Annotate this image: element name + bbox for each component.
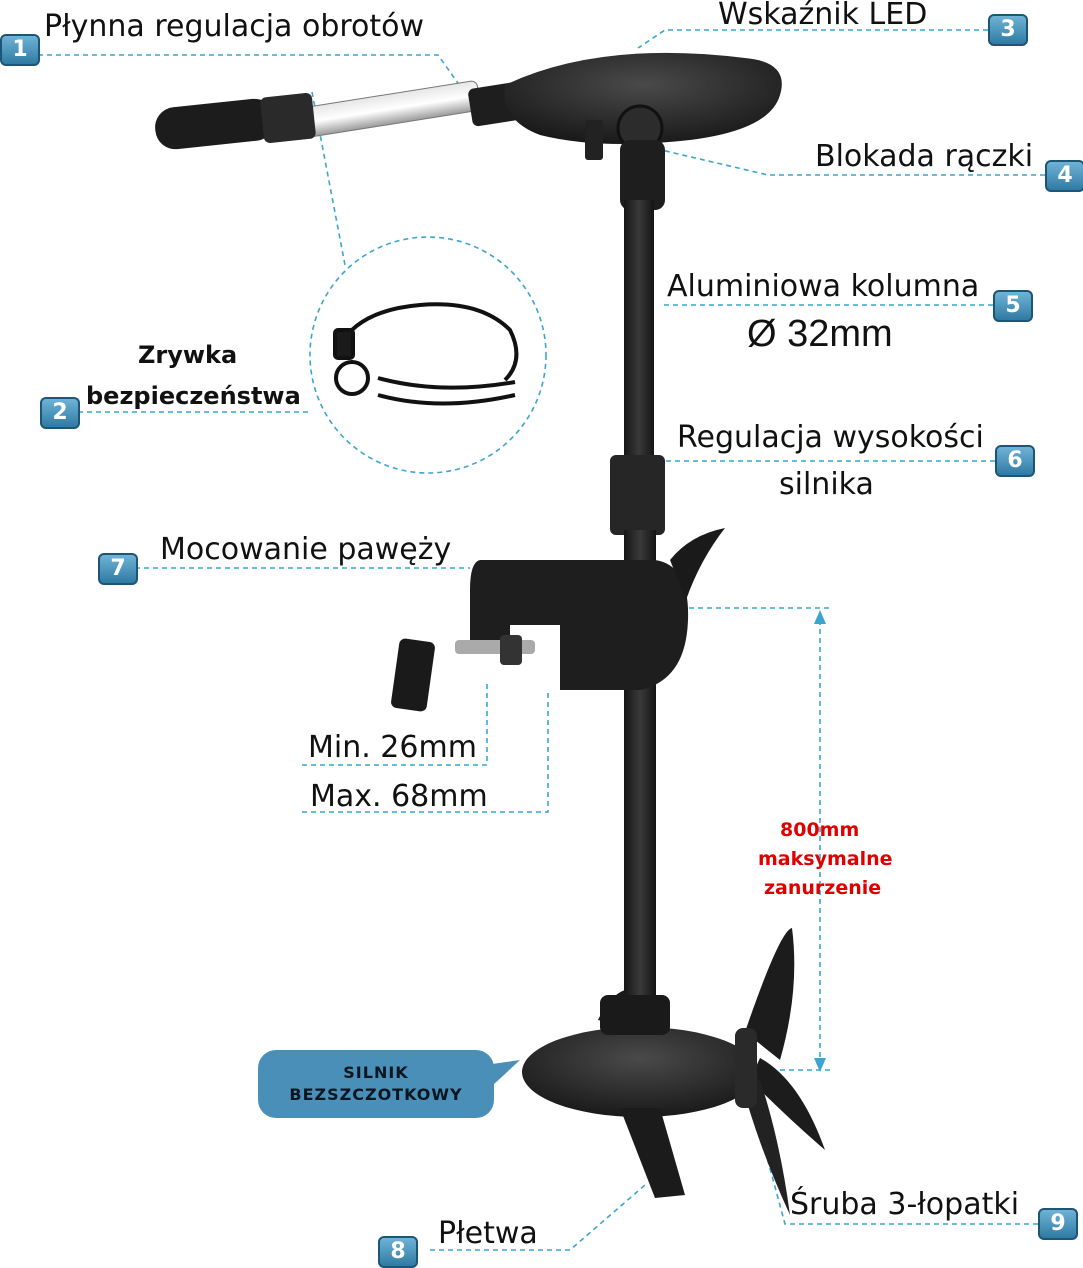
tiller-handle [155,80,527,150]
badge-3: 3 [988,14,1028,46]
bubble-line-1: SILNIK [343,1062,409,1082]
label-speed-control: Płynna regulacja obrotów [44,9,425,44]
badge-7: 7 [98,553,138,585]
label-depth-text-1: maksymalne [758,848,893,870]
motor-pod [522,928,825,1215]
label-min-clamp: Min. 26mm [308,730,477,765]
label-max-clamp: Max. 68mm [310,779,488,814]
badge-4: 4 [1045,160,1083,192]
bubble-line-2: BEZSZCZOTKOWY [289,1085,463,1104]
badge-9: 9 [1038,1208,1078,1240]
badge-6: 6 [995,445,1035,477]
badge-8: 8 [378,1236,418,1268]
label-column-diameter: Ø 32mm [747,313,893,355]
label-depth-text-2: zanurzenie [764,877,882,899]
label-fin: Płetwa [438,1216,538,1251]
bubble-tail [492,1060,520,1086]
label-height-adjust-1: Regulacja wysokości [677,420,984,455]
badge-5: 5 [993,290,1033,322]
label-transom-mount: Mocowanie pawęży [160,532,452,567]
label-propeller: Śruba 3-łopatki [790,1187,1020,1222]
safety-lanyard [333,302,519,406]
badge-2: 2 [40,397,80,429]
depth-arrows [814,610,826,1072]
badge-1: 1 [0,34,40,66]
label-led-indicator: Wskaźnik LED [718,0,928,32]
label-safety-cord-2: bezpieczeństwa [86,382,301,410]
label-handle-lock: Blokada rączki [815,139,1034,174]
motor-head [504,52,782,210]
transom-bracket [391,528,725,712]
label-height-adjust-2: silnika [779,467,874,502]
label-depth-value: 800mm [780,819,860,841]
label-safety-cord-1: Zrywka [138,341,238,369]
brushless-motor-bubble: SILNIK BEZSZCZOTKOWY [258,1050,494,1118]
label-aluminum-column: Aluminiowa kolumna [667,269,980,304]
